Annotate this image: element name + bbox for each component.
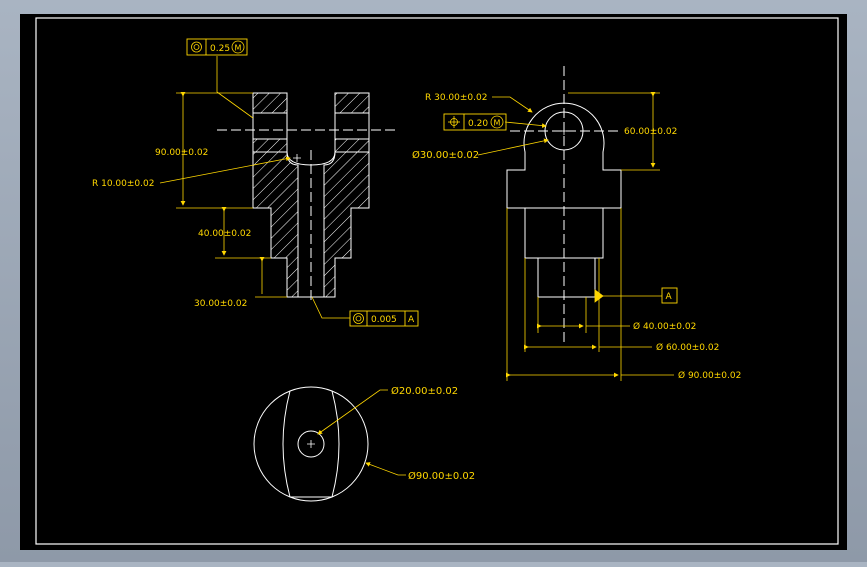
left-prong-hatch	[252, 92, 288, 114]
sheet-background	[20, 14, 847, 550]
right-prong-hatch	[334, 92, 370, 114]
tolerance-frame-top: 0.25 M	[186, 38, 248, 56]
front-dim-height: 90.00±0.02	[155, 148, 208, 158]
bottom-dim-small: Ø20.00±0.02	[391, 385, 458, 397]
datum-a-box: A	[661, 287, 678, 304]
side-view-dimensions	[477, 92, 674, 381]
drawing-frame	[35, 17, 839, 545]
side-dim-height: 60.00±0.02	[624, 127, 677, 137]
concentricity-symbol	[191, 41, 202, 53]
bottom-inner-circle	[297, 430, 325, 458]
side-dim-d60: Ø 60.00±0.02	[656, 342, 719, 353]
front-dim-radius: R 10.00±0.02	[92, 179, 154, 189]
front-view-dimensions	[159, 56, 350, 319]
concentricity-symbol	[353, 313, 364, 324]
bottom-view	[253, 386, 369, 502]
position-frame-modifier: M	[494, 119, 501, 128]
front-dim-shank: 40.00±0.02	[198, 229, 251, 239]
position-frame: 0.20 M	[443, 113, 507, 131]
tolerance-frame-bottom: 0.005 A	[349, 310, 419, 327]
front-view	[217, 92, 398, 300]
bottom-view-dimensions	[317, 389, 406, 476]
side-dim-hole: Ø30.00±0.02	[412, 149, 479, 161]
top-frame-value: 0.25	[210, 44, 230, 54]
position-symbol	[448, 116, 460, 128]
side-dim-d90: Ø 90.00±0.02	[678, 370, 741, 381]
side-dim-d40: Ø 40.00±0.02	[633, 321, 696, 332]
front-dim-tip: 30.00±0.02	[194, 299, 247, 309]
datum-a-label: A	[666, 292, 673, 302]
top-frame-modifier: M	[235, 44, 242, 53]
position-frame-value: 0.20	[468, 119, 488, 129]
bottom-frame-datum: A	[408, 315, 415, 325]
bottom-outer-circle	[253, 386, 369, 502]
bottom-frame-value: 0.005	[371, 315, 397, 325]
side-dim-radius: R 30.00±0.02	[425, 93, 487, 103]
bottom-dim-large: Ø90.00±0.02	[408, 470, 475, 482]
